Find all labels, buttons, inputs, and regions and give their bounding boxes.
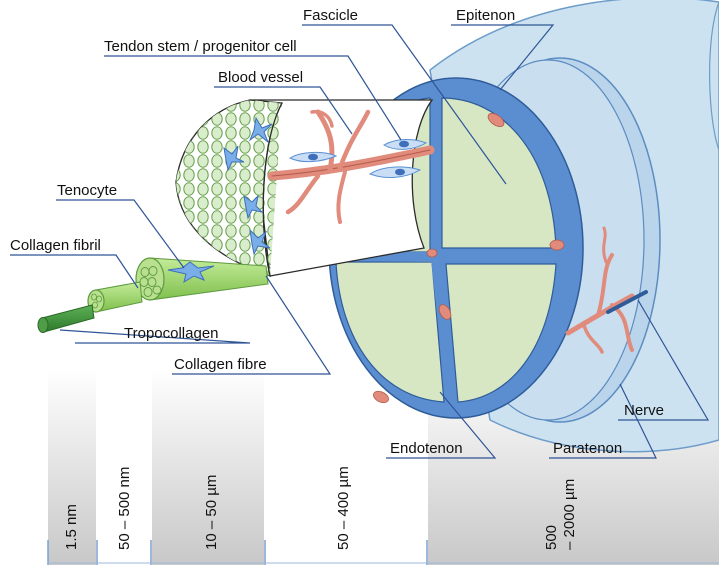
label-tropocollagen: Tropocollagen [124, 325, 219, 342]
label-collagen-fibre: Collagen fibre [174, 356, 267, 373]
scale-label: 50 – 500 nm [116, 467, 133, 550]
scale-label: – 2000 µm [561, 479, 578, 550]
collagen-fibril [88, 282, 142, 312]
collagen-fibre [136, 258, 268, 300]
vessel-dot [550, 240, 564, 250]
tropocollagen [38, 305, 94, 333]
label-blood-vessel: Blood vessel [218, 69, 303, 86]
scale-label: 50 – 400 µm [335, 466, 352, 550]
leader-tenocyte [56, 200, 184, 268]
scale-label: 1.5 nm [63, 504, 80, 550]
label-endotenon: Endotenon [390, 440, 463, 457]
label-collagen-fibril: Collagen fibril [10, 237, 101, 254]
vessel-dot [427, 249, 437, 257]
label-nerve: Nerve [624, 402, 664, 419]
label-epitenon: Epitenon [456, 7, 515, 24]
label-paratenon: Paratenon [553, 440, 622, 457]
label-stem-cell: Tendon stem / progenitor cell [104, 38, 297, 55]
leader-collagen-fibril [10, 255, 138, 288]
scale-label: 500 [543, 525, 560, 550]
label-tenocyte: Tenocyte [57, 182, 117, 199]
scale-label: 10 – 50 µm [203, 475, 220, 550]
label-fascicle: Fascicle [303, 7, 358, 24]
